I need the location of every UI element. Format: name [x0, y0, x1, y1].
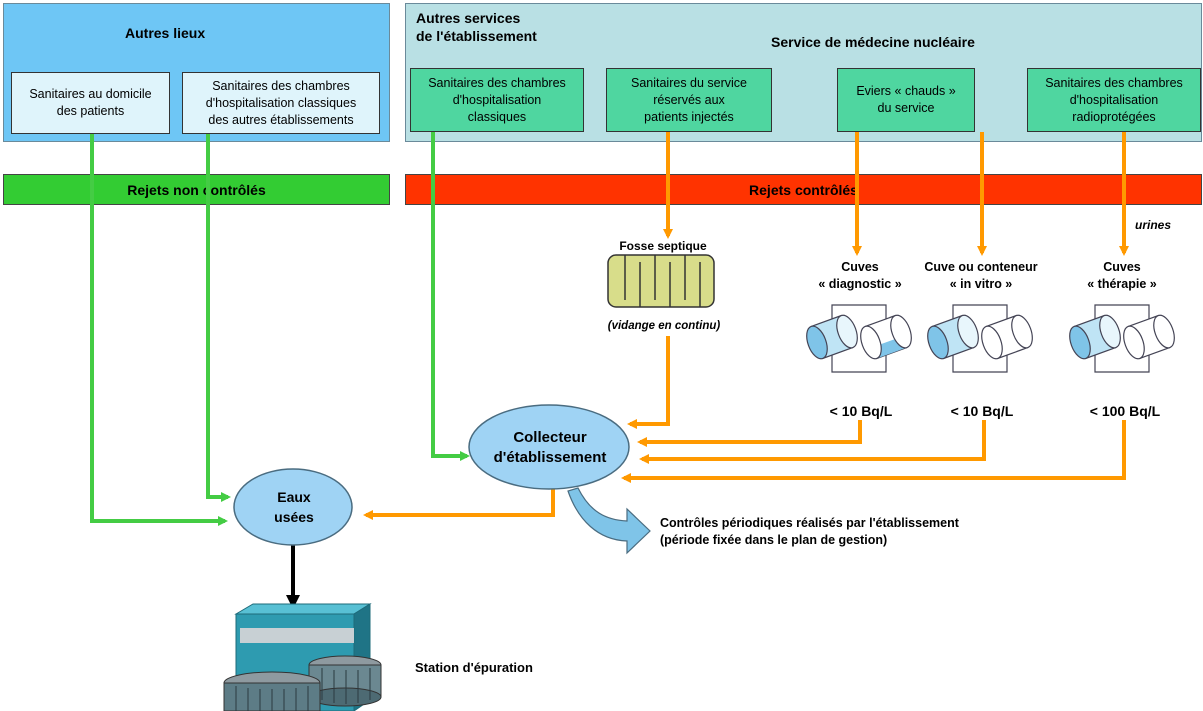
- band-rejets-non-controles: Rejets non contrôlés: [3, 174, 390, 205]
- cuves-diagnostic-label: Cuves « diagnostic »: [818, 260, 902, 291]
- eaux-usees-label: Eaux usées: [274, 489, 314, 525]
- collecteur-node: [468, 404, 630, 490]
- eaux-usees-node: [233, 468, 353, 546]
- orange-flow-vitro-collecteur: [639, 420, 986, 464]
- fosse-septique-tank: [607, 254, 715, 308]
- autres-lieux-title: Autres lieux: [125, 25, 206, 41]
- orange-flow-thera-collecteur: [621, 420, 1126, 483]
- cuves-therapie: [1069, 304, 1175, 373]
- limit-diagnostic: < 10 Bq/L: [829, 403, 893, 419]
- box-eviers: Eviers « chauds » du service: [837, 68, 975, 132]
- autres-services-title: Autres services de l'établissement: [416, 10, 537, 44]
- green-flow-domicile: [90, 134, 228, 526]
- limit-therapie: < 100 Bq/L: [1089, 403, 1161, 419]
- box-chambres-autres: Sanitaires des chambres d'hospitalisatio…: [182, 72, 380, 134]
- box-sanitaires-service: Sanitaires du service réservés aux patie…: [606, 68, 772, 132]
- collecteur-label: Collecteur d'établissement: [493, 429, 607, 466]
- green-flow-chambres-autres: [206, 134, 231, 502]
- box-chambres-classiques: Sanitaires des chambres d'hospitalisatio…: [410, 68, 584, 132]
- box-domicile: Sanitaires au domicile des patients: [11, 72, 170, 134]
- fosse-septique-label: Fosse septique: [619, 239, 707, 253]
- controles-periodiques-label: Contrôles périodiques réalisés par l'éta…: [660, 516, 959, 547]
- station-epuration-icon: [223, 603, 382, 711]
- orange-flow-diag-collecteur: [637, 420, 862, 447]
- orange-flow-collecteur-eaux: [363, 488, 555, 520]
- orange-flow-fosse-collecteur: [627, 336, 670, 429]
- cuves-diagnostic: [806, 304, 912, 373]
- green-flow-chambres-classiques: [431, 132, 470, 461]
- box-chambres-radio: Sanitaires des chambres d'hospitalisatio…: [1027, 68, 1201, 132]
- vidange-label: (vidange en continu): [607, 320, 721, 332]
- station-epuration-label: Station d'épuration: [415, 660, 533, 675]
- cuves-therapie-label: Cuves « thérapie »: [1087, 260, 1157, 291]
- controles-arrow: [567, 487, 651, 555]
- urines-label: urines: [1134, 218, 1171, 232]
- band-rejets-controles: Rejets contrôlés: [405, 174, 1202, 205]
- cuve-in-vitro-label: Cuve ou conteneur « in vitro »: [924, 260, 1038, 291]
- limit-in-vitro: < 10 Bq/L: [950, 403, 1014, 419]
- service-medecine-title: Service de médecine nucléaire: [771, 34, 975, 50]
- cuves-in-vitro: [927, 304, 1033, 373]
